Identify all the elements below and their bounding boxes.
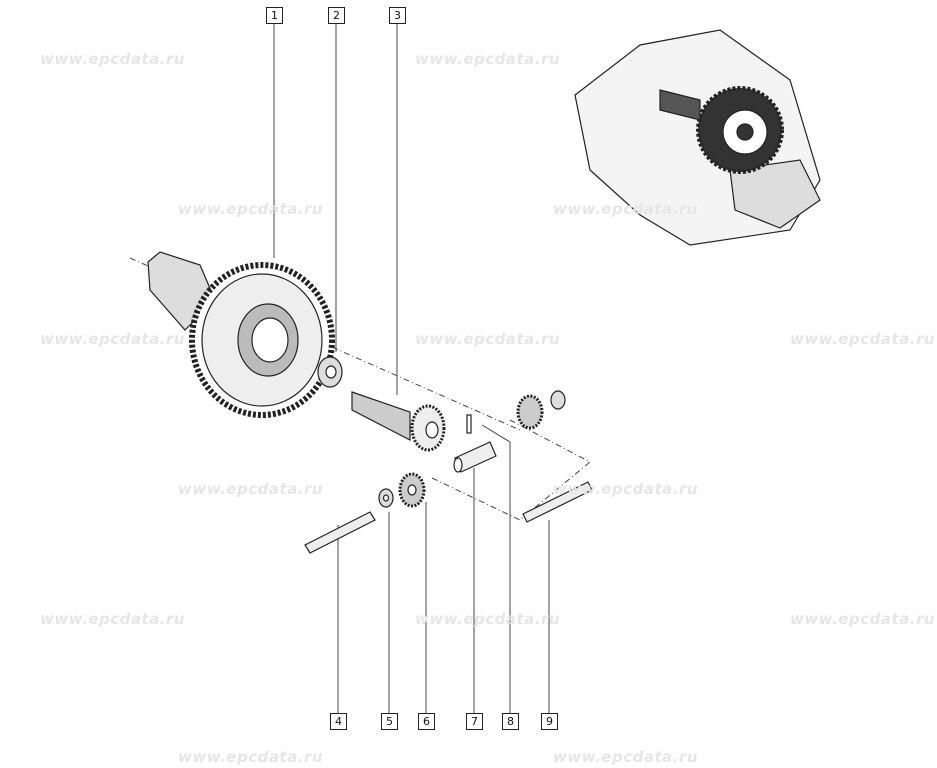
callout-3[interactable]: 3 <box>389 7 406 24</box>
roll-pin <box>466 414 472 434</box>
callout-7[interactable]: 7 <box>466 713 483 730</box>
planet-washer <box>378 488 394 508</box>
thrust-washer <box>317 356 343 388</box>
upper-planet-gear <box>516 390 566 430</box>
callout-2[interactable]: 2 <box>328 7 345 24</box>
sleeve <box>453 441 497 473</box>
callout-1[interactable]: 1 <box>266 7 283 24</box>
planet-gear <box>398 472 426 508</box>
leader-line-8 <box>481 424 511 713</box>
callout-4[interactable]: 4 <box>330 713 347 730</box>
callout-6[interactable]: 6 <box>418 713 435 730</box>
gearbox-inset <box>574 29 821 246</box>
callout-5[interactable]: 5 <box>381 713 398 730</box>
callout-8[interactable]: 8 <box>502 713 519 730</box>
differential-housing <box>147 251 335 418</box>
side-gear <box>351 391 446 452</box>
planet-shaft <box>522 481 593 523</box>
assembly-axis <box>431 419 591 521</box>
shaft-pin <box>304 511 376 554</box>
callout-9[interactable]: 9 <box>541 713 558 730</box>
